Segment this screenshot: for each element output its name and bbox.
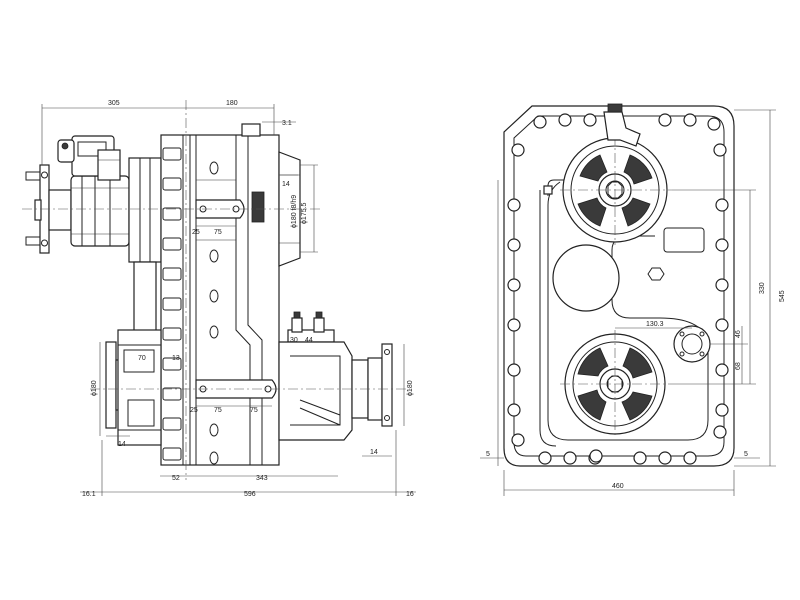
lower-segment-2 — [622, 347, 653, 379]
lower-right-flange — [381, 343, 393, 427]
dim-13: 13 — [172, 355, 180, 362]
side-view: 305 180 3.1 14 ϕ180 f8/h9 ϕ175.5 25 75 3… — [22, 100, 416, 498]
dim-dia-upper: ϕ180 f8/h9 — [291, 195, 298, 228]
dim-30: 30 — [290, 337, 298, 344]
lower-segment-3 — [621, 391, 653, 421]
support-column — [133, 261, 157, 333]
dim-dia-upper-b: ϕ175.5 — [301, 202, 308, 224]
inner-bolts — [209, 161, 219, 465]
lower-segment-4 — [577, 389, 607, 421]
dim-75-b: 75 — [214, 407, 222, 414]
front-view: 330 545 130.3 46 68 5 5 460 — [480, 103, 786, 496]
dim-180-top: 180 — [226, 100, 238, 107]
dim-70: 70 — [138, 355, 146, 362]
upper-segment-1 — [579, 154, 608, 182]
top-boss — [241, 123, 261, 137]
upper-segment-3 — [621, 197, 651, 227]
dim-16-1: 16.1 — [82, 491, 96, 498]
dim-5-left: 5 — [486, 451, 490, 458]
perimeter-bolts — [507, 113, 729, 465]
dim-5-right: 5 — [744, 451, 748, 458]
upper-output-stub — [278, 151, 301, 267]
dim-25-b: 25 — [190, 407, 198, 414]
housing-bolts — [162, 147, 182, 461]
front-casing-outer — [503, 105, 735, 467]
upper-adapter — [128, 157, 162, 263]
lower-left-flange — [105, 341, 117, 429]
lower-segment-1 — [577, 347, 609, 377]
inspection-opening — [552, 244, 620, 312]
sensor-cap — [61, 142, 69, 150]
upper-segment-2 — [623, 154, 653, 185]
dim-343: 343 — [256, 475, 268, 482]
dim-52: 52 — [172, 475, 180, 482]
small-flange — [673, 325, 711, 363]
dim-305: 305 — [108, 100, 120, 107]
dim-596: 596 — [244, 491, 256, 498]
dim-75-a: 75 — [214, 229, 222, 236]
dim-3-1: 3.1 — [282, 120, 292, 127]
upper-hex-nut — [607, 181, 623, 199]
dim-14-left: 14 — [118, 441, 126, 448]
dim-44: 44 — [305, 337, 313, 344]
lower-output-housing — [278, 341, 353, 441]
dim-545: 545 — [779, 290, 786, 302]
upper-segment-4 — [577, 197, 607, 227]
dim-dia-right: ϕ180 — [407, 380, 414, 396]
dim-46: 46 — [735, 330, 742, 338]
dim-460: 460 — [612, 483, 624, 490]
top-fitting — [603, 111, 641, 147]
main-housing — [160, 134, 280, 466]
dim-130-3: 130.3 — [646, 321, 664, 328]
hex-plug — [647, 267, 665, 281]
dim-14-top: 14 — [282, 181, 290, 188]
dim-330: 330 — [759, 282, 766, 294]
dim-75-c: 75 — [250, 407, 258, 414]
upper-input-housing — [70, 175, 130, 247]
dim-25-a: 25 — [192, 229, 200, 236]
side-dimensions — [41, 104, 416, 496]
lower-hex-nut — [607, 375, 623, 393]
dim-68: 68 — [735, 362, 742, 370]
top-cap — [607, 103, 623, 113]
upper-seal — [251, 191, 265, 223]
front-dimensions — [480, 109, 776, 496]
drain-plug — [589, 449, 603, 463]
front-casing-inner — [513, 115, 725, 457]
dim-14-right: 14 — [370, 449, 378, 456]
lower-input-housing — [117, 329, 162, 446]
dim-dia-left: ϕ180 — [91, 380, 98, 396]
dim-16: 16 — [406, 491, 414, 498]
small-window — [663, 227, 705, 253]
